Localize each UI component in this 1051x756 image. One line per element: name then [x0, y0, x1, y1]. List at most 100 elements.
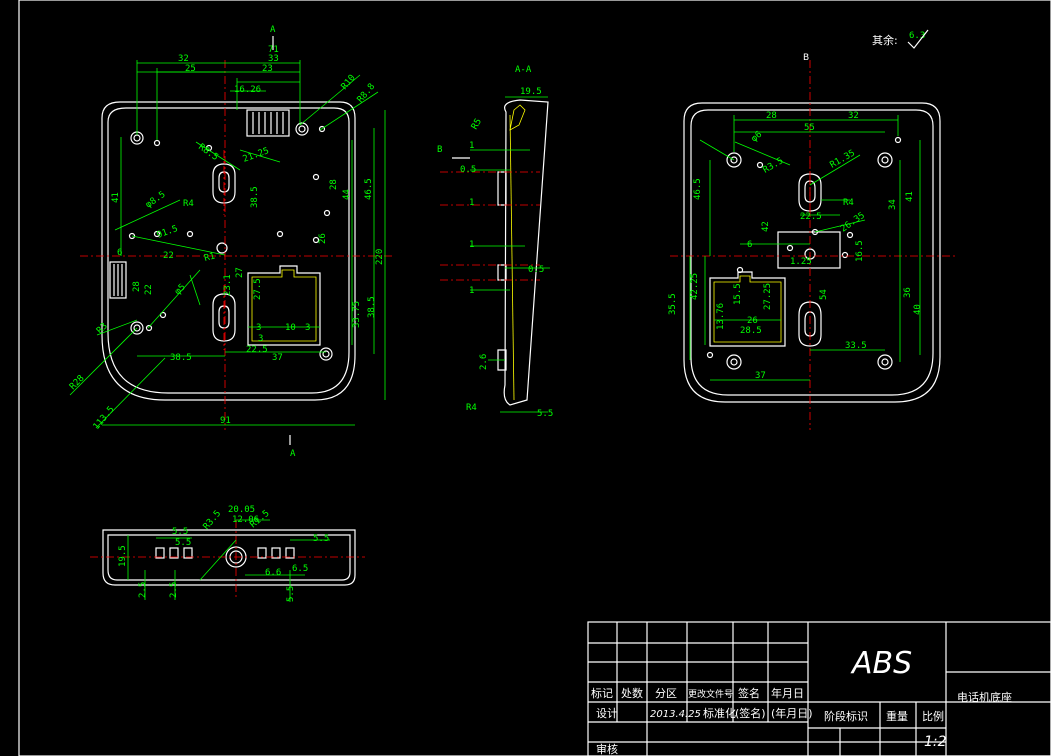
svg-text:R4: R4 [183, 199, 194, 209]
svg-text:33: 33 [268, 54, 279, 64]
svg-text:0.5: 0.5 [528, 265, 544, 275]
svg-text:1.25: 1.25 [790, 257, 812, 267]
svg-text:16.5: 16.5 [855, 240, 865, 262]
svg-text:91: 91 [220, 416, 231, 426]
svg-text:32: 32 [178, 54, 189, 64]
svg-text:6: 6 [747, 240, 752, 250]
svg-text:20.05: 20.05 [228, 505, 255, 515]
svg-text:28: 28 [766, 111, 777, 121]
roughness-value: 6.3 [909, 31, 925, 41]
svg-text:36: 36 [903, 287, 913, 298]
svg-text:R8.5: R8.5 [196, 142, 220, 163]
svg-text:3: 3 [305, 323, 310, 333]
svg-text:27.5: 27.5 [253, 278, 263, 300]
svg-text:35.5: 35.5 [668, 293, 678, 315]
svg-text:91.5: 91.5 [156, 224, 180, 241]
section-view [440, 99, 549, 406]
svg-text:54: 54 [819, 289, 829, 300]
header-count: 处数 [621, 687, 643, 700]
bottom-view [90, 520, 365, 600]
svg-text:46.5: 46.5 [693, 178, 703, 200]
svg-text:37: 37 [272, 353, 283, 363]
svg-text:41: 41 [905, 191, 915, 202]
svg-text:28.5: 28.5 [740, 326, 762, 336]
svg-text:23.1: 23.1 [223, 274, 233, 296]
svg-text:220: 220 [375, 249, 385, 265]
svg-text:16.26: 16.26 [234, 85, 261, 95]
svg-text:R28: R28 [68, 374, 87, 393]
svg-text:R3.5: R3.5 [202, 509, 224, 532]
svg-text:26: 26 [318, 233, 328, 244]
svg-text:22: 22 [163, 251, 174, 261]
svg-text:6: 6 [117, 248, 122, 258]
svg-text:46.5: 46.5 [364, 178, 374, 200]
svg-text:R8.8: R8.8 [356, 82, 378, 105]
section-view-dimensions: 19.5 R5 10.5 11 0.51 2.6 R45.5 A-A B [437, 65, 553, 419]
front-view [80, 60, 395, 430]
svg-text:R4: R4 [843, 198, 854, 208]
svg-text:13.76: 13.76 [716, 303, 726, 330]
svg-text:40: 40 [913, 304, 923, 315]
svg-text:0.5: 0.5 [460, 165, 476, 175]
svg-text:R1.35: R1.35 [829, 148, 857, 170]
stage-mark-label: 阶段标识 [824, 709, 868, 723]
svg-text:R3.5: R3.5 [762, 156, 786, 176]
row-review-label: 审核 [596, 742, 618, 756]
svg-text:22: 22 [144, 284, 154, 295]
svg-text:R4: R4 [466, 403, 477, 413]
row-design-label: 设计 [596, 707, 618, 720]
svg-text:34: 34 [888, 199, 898, 210]
svg-text:32: 32 [848, 111, 859, 121]
header-change-doc: 更改文件号 [688, 688, 733, 700]
view-b-label: B [803, 53, 809, 63]
weight-label: 重量 [886, 709, 908, 723]
svg-text:22.5: 22.5 [800, 212, 822, 222]
svg-text:23: 23 [262, 64, 273, 74]
svg-text:12.06: 12.06 [232, 515, 259, 525]
header-mark: 标记 [591, 686, 613, 700]
svg-text:19.5: 19.5 [118, 545, 128, 567]
roughness-label: 其余: [872, 33, 898, 47]
section-title: A-A [515, 65, 532, 75]
svg-text:3: 3 [258, 334, 263, 344]
svg-text:5.5: 5.5 [537, 409, 553, 419]
svg-text:1: 1 [469, 198, 474, 208]
svg-text:28: 28 [132, 281, 142, 292]
svg-text:5.5: 5.5 [172, 527, 188, 537]
row-design-standard: 标准化 [703, 706, 736, 720]
view-b-arrow-label: B [437, 145, 442, 155]
svg-text:38.5: 38.5 [170, 353, 192, 363]
svg-text:37: 37 [755, 371, 766, 381]
svg-text:6.5: 6.5 [292, 564, 308, 574]
scale-value: 1:2 [924, 734, 947, 750]
row-design-date: 2013.4.25 [650, 709, 701, 720]
svg-text:42.25: 42.25 [690, 273, 700, 300]
svg-text:15.5: 15.5 [733, 283, 743, 305]
svg-text:10: 10 [285, 323, 296, 333]
svg-text:5.5: 5.5 [286, 586, 296, 602]
header-zone: 分区 [655, 687, 677, 700]
svg-text:2.6: 2.6 [479, 354, 489, 370]
roughness-note: 其余: 6.3 [872, 29, 929, 49]
svg-text:φ5: φ5 [173, 282, 188, 297]
svg-text:38.5: 38.5 [250, 186, 260, 208]
header-date: 年月日 [771, 686, 804, 700]
svg-text:25: 25 [185, 64, 196, 74]
header-signature: 签名 [738, 686, 760, 700]
svg-text:5.5: 5.5 [313, 534, 329, 544]
svg-text:113.5: 113.5 [92, 405, 117, 432]
svg-text:R1: R1 [203, 251, 216, 263]
svg-text:22.5: 22.5 [246, 345, 268, 355]
svg-text:33.75: 33.75 [352, 301, 362, 328]
title-block: ABS 电话机底座 标记 处数 分区 更改文件号 签名 年月日 设计 2013.… [587, 621, 1051, 756]
drawing-border [18, 0, 1051, 756]
view-a-bottom-label: A [290, 449, 296, 459]
row-design-sign: (签名) [735, 706, 766, 720]
svg-text:27: 27 [235, 267, 245, 278]
svg-text:38.5: 38.5 [367, 296, 377, 318]
svg-text:1: 1 [469, 286, 474, 296]
svg-text:2.5: 2.5 [169, 582, 179, 598]
svg-text:44: 44 [342, 189, 352, 200]
